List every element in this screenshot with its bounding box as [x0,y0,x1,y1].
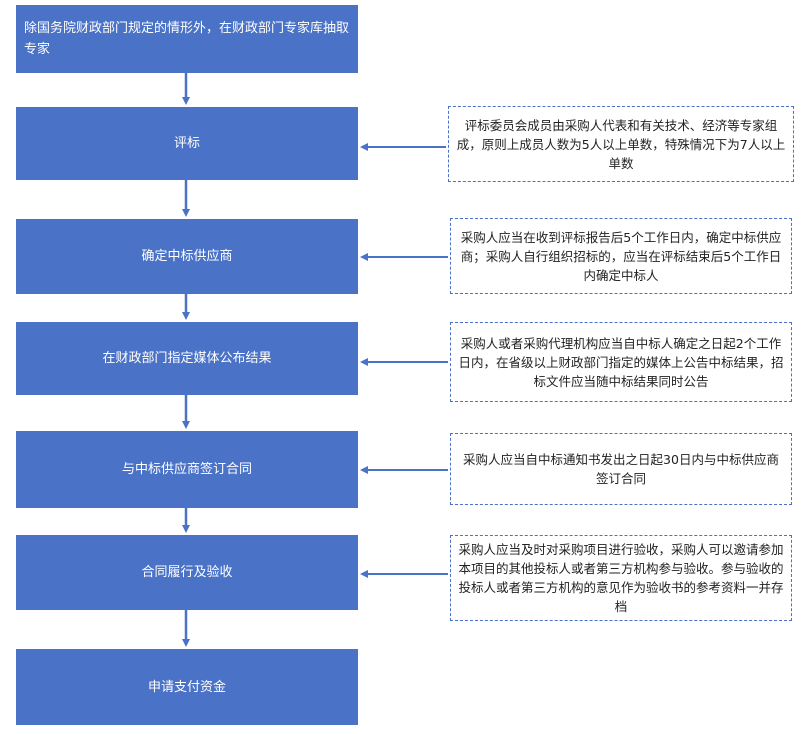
step-4-box: 在财政部门指定媒体公布结果 [16,322,358,395]
step-6-label: 合同履行及验收 [141,565,233,580]
step-3-box: 确定中标供应商 [16,219,358,294]
step-5-label: 与中标供应商签订合同 [121,462,252,477]
note-3-box: 采购人或者采购代理机构应当自中标人确定之日起2个工作日内，在省级以上财政部门指定… [450,322,792,402]
note-1-text: 评标委员会成员由采购人代表和有关技术、经济等专家组成，原则上成员人数为5人以上单… [456,117,786,171]
step-6-box: 合同履行及验收 [16,535,358,610]
step-5-box: 与中标供应商签订合同 [16,431,358,508]
step-3-label: 确定中标供应商 [141,249,233,264]
note-5-text: 采购人应当及时对采购项目进行验收，采购人可以邀请参加本项目的其他投标人或者第三方… [458,542,784,614]
note-2-box: 采购人应当在收到评标报告后5个工作日内，确定中标供应商；采购人自行组织招标的，应… [450,218,792,294]
step-2-label: 评标 [173,136,200,151]
step-4-label: 在财政部门指定媒体公布结果 [102,351,272,366]
note-2-text: 采购人应当在收到评标报告后5个工作日内，确定中标供应商；采购人自行组织招标的，应… [460,229,782,283]
note-1-box: 评标委员会成员由采购人代表和有关技术、经济等专家组成，原则上成员人数为5人以上单… [448,106,794,182]
note-4-box: 采购人应当自中标通知书发出之日起30日内与中标供应商签订合同 [450,433,792,505]
step-1-label: 除国务院财政部门规定的情形外，在财政部门专家库抽取专家 [24,21,350,57]
note-4-text: 采购人应当自中标通知书发出之日起30日内与中标供应商签订合同 [463,452,779,486]
step-2-box: 评标 [16,107,358,180]
note-3-text: 采购人或者采购代理机构应当自中标人确定之日起2个工作日内，在省级以上财政部门指定… [458,335,784,389]
step-7-box: 申请支付资金 [16,649,358,725]
note-5-box: 采购人应当及时对采购项目进行验收，采购人可以邀请参加本项目的其他投标人或者第三方… [450,535,792,621]
step-1-box: 除国务院财政部门规定的情形外，在财政部门专家库抽取专家 [16,5,358,73]
step-7-label: 申请支付资金 [147,679,226,695]
